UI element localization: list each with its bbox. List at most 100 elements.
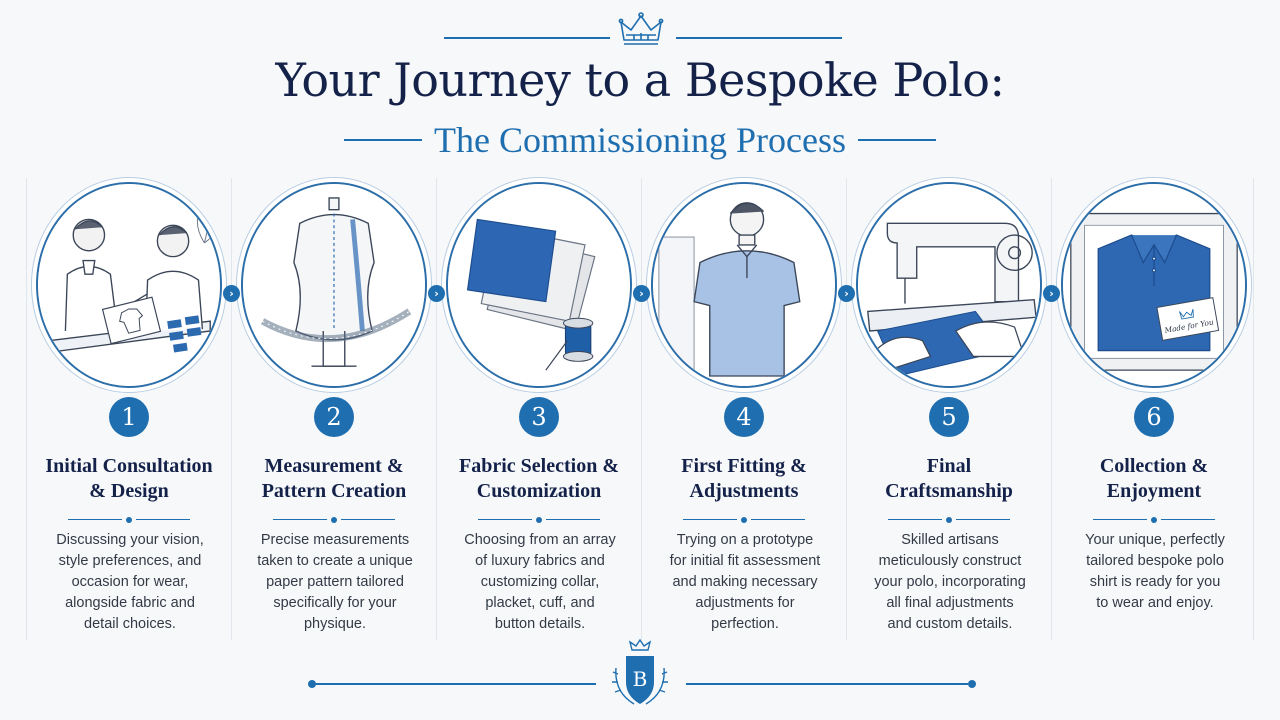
- crest-b-icon: B: [612, 638, 668, 705]
- step-illustration-frame: [856, 182, 1042, 388]
- desc-line: detail choices.: [84, 616, 176, 632]
- footer-dot: [308, 680, 316, 688]
- footer-rule-left: [314, 683, 596, 685]
- desc-line: taken to create a unique: [257, 553, 413, 569]
- column-divider: [26, 178, 27, 640]
- step-title-line: & Design: [89, 480, 169, 502]
- step-3: 3 Fabric Selection & Customization Choos…: [442, 178, 647, 640]
- process-steps: 1 Initial Consultation & Design Discussi…: [26, 178, 1254, 648]
- desc-line: for initial fit assessment: [669, 553, 821, 569]
- page-title: Your Journey to a Bespoke Polo:: [275, 53, 1005, 107]
- step-title-line: Initial Consultation: [45, 455, 213, 477]
- step-title-line: Pattern Creation: [261, 480, 407, 502]
- step-title: Final Craftsmanship: [846, 454, 1052, 504]
- ornament-divider: [683, 515, 805, 525]
- step-title-line: Customization: [476, 480, 602, 502]
- step-description: Skilled artisans meticulously construct …: [858, 530, 1042, 635]
- step-description: Trying on a prototype for initial fit as…: [653, 530, 837, 635]
- header-rule-left: [444, 37, 610, 39]
- step-1: 1 Initial Consultation & Design Discussi…: [32, 178, 237, 640]
- desc-line: placket, cuff, and: [485, 595, 595, 611]
- step-title-line: First Fitting &: [681, 455, 807, 477]
- step-description: Discussing your vision, style preference…: [38, 530, 222, 635]
- desc-line: occasion for wear,: [71, 574, 189, 590]
- step-title-line: Enjoyment: [1106, 480, 1202, 502]
- step-number-badge: 2: [314, 397, 354, 437]
- step-illustration-frame: [446, 182, 632, 388]
- column-divider: [1253, 178, 1254, 640]
- step-number-badge: 1: [109, 397, 149, 437]
- step-title-line: Adjustments: [689, 480, 799, 502]
- desc-line: meticulously construct: [878, 553, 1022, 569]
- desc-line: and custom details.: [887, 616, 1013, 632]
- page-subtitle: The Commissioning Process: [434, 120, 846, 160]
- ornament-divider: [273, 515, 395, 525]
- step-5: 5 Final Craftsmanship Skilled artisans m…: [852, 178, 1057, 640]
- desc-line: shirt is ready for you: [1089, 574, 1221, 590]
- step-illustration-frame: Made for You: [1061, 182, 1247, 388]
- subtitle-row: The Commissioning Process: [0, 118, 1280, 162]
- desc-line: Discussing your vision,: [56, 532, 204, 548]
- step-title: Collection & Enjoyment: [1051, 454, 1257, 504]
- fitting-illustration: [653, 184, 835, 386]
- crest-letter: B: [633, 667, 648, 691]
- step-number-badge: 6: [1134, 397, 1174, 437]
- step-description: Choosing from an array of luxury fabrics…: [448, 530, 632, 635]
- desc-line: and making necessary: [672, 574, 818, 590]
- chevron-right-icon: ›: [838, 285, 855, 302]
- step-title: Fabric Selection & Customization: [436, 454, 642, 504]
- step-illustration-frame: [651, 182, 837, 388]
- step-4: 4 First Fitting & Adjustments Trying on …: [647, 178, 852, 640]
- desc-line: paper pattern tailored: [266, 574, 404, 590]
- column-divider: [436, 178, 437, 640]
- chevron-right-icon: ›: [223, 285, 240, 302]
- consultation-illustration: [38, 184, 220, 386]
- column-divider: [231, 178, 232, 640]
- ornament-divider: [68, 515, 190, 525]
- boxed-polo-illustration: Made for You: [1063, 184, 1245, 386]
- desc-line: perfection.: [711, 616, 779, 632]
- desc-line: Trying on a prototype: [676, 532, 814, 548]
- desc-line: to wear and enjoy.: [1096, 595, 1214, 611]
- desc-line: alongside fabric and: [65, 595, 195, 611]
- header-rule-right: [676, 37, 842, 39]
- desc-line: adjustments for: [695, 595, 795, 611]
- column-divider: [1051, 178, 1052, 640]
- subtitle-rule-left: [344, 139, 422, 141]
- step-title-line: Fabric Selection &: [459, 455, 619, 477]
- desc-line: your polo, incorporating: [874, 574, 1026, 590]
- step-title: Initial Consultation & Design: [26, 454, 232, 504]
- footer-dot: [968, 680, 976, 688]
- ornament-divider: [1093, 515, 1215, 525]
- step-6: Made for You 6 Collection & Enjoyment Yo…: [1057, 178, 1262, 640]
- desc-line: specifically for your: [273, 595, 397, 611]
- step-title: Measurement & Pattern Creation: [231, 454, 437, 504]
- desc-line: physique.: [303, 616, 367, 632]
- step-illustration-frame: [36, 182, 222, 388]
- step-title-line: Craftsmanship: [885, 480, 1013, 502]
- desc-line: Choosing from an array: [464, 532, 616, 548]
- desc-line: all final adjustments: [886, 595, 1014, 611]
- desc-line: Skilled artisans: [901, 532, 999, 548]
- desc-line: Precise measurements: [260, 532, 410, 548]
- desc-line: customizing collar,: [480, 574, 600, 590]
- chevron-right-icon: ›: [1043, 285, 1060, 302]
- step-title-line: Final: [926, 455, 972, 477]
- desc-line: Your unique, perfectly: [1085, 532, 1225, 548]
- step-title: First Fitting & Adjustments: [641, 454, 847, 504]
- step-number-badge: 3: [519, 397, 559, 437]
- step-2: 2 Measurement & Pattern Creation Precise…: [237, 178, 442, 640]
- ornament-divider: [888, 515, 1010, 525]
- chevron-right-icon: ›: [633, 285, 650, 302]
- crown-icon: [618, 12, 664, 45]
- step-title-line: Collection &: [1099, 455, 1209, 477]
- fabric-swatches-illustration: [448, 184, 630, 386]
- dress-form-illustration: [243, 184, 425, 386]
- desc-line: style preferences, and: [58, 553, 202, 569]
- step-number-badge: 5: [929, 397, 969, 437]
- step-title-line: Measurement &: [264, 455, 404, 477]
- chevron-right-icon: ›: [428, 285, 445, 302]
- sewing-machine-illustration: [858, 184, 1040, 386]
- step-description: Precise measurements taken to create a u…: [243, 530, 427, 635]
- subtitle-rule-right: [858, 139, 936, 141]
